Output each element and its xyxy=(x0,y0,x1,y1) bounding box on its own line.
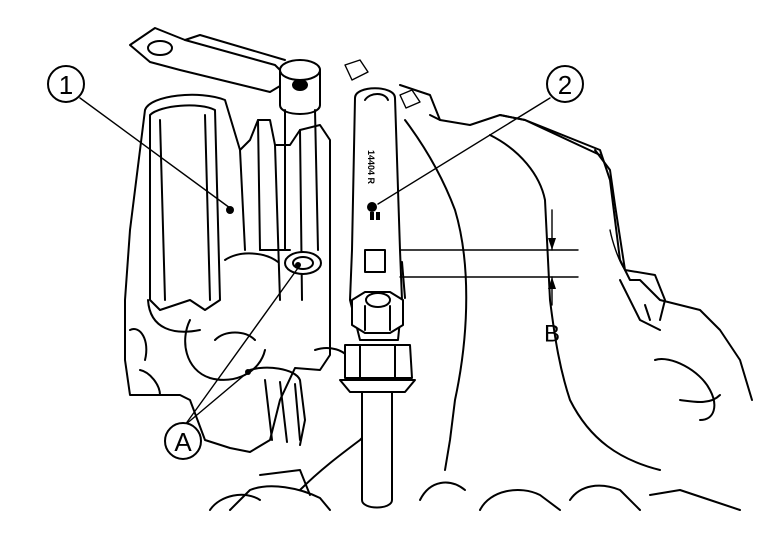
steering-knuckle xyxy=(209,84,753,511)
callout-a: A xyxy=(164,422,202,460)
wrench-tool-part-2: 14404 R xyxy=(349,87,406,341)
threaded-stud xyxy=(339,344,416,509)
leader-lines xyxy=(79,97,551,426)
caliper-body-part-1 xyxy=(124,93,351,453)
bleeder-point-a xyxy=(284,251,322,275)
hex-nut xyxy=(351,291,404,334)
callout-2: 2 xyxy=(546,65,584,103)
callout-1: 1 xyxy=(47,65,85,103)
guide-pin-boss xyxy=(279,59,321,251)
dimension-b-indicator xyxy=(399,209,579,306)
callout-a-label: A xyxy=(174,427,192,457)
dimension-b-label: B xyxy=(544,321,560,348)
callout-1-label: 1 xyxy=(59,70,73,100)
callout-2-label: 2 xyxy=(558,70,572,100)
tool-part-number: 14404 R xyxy=(366,150,376,185)
